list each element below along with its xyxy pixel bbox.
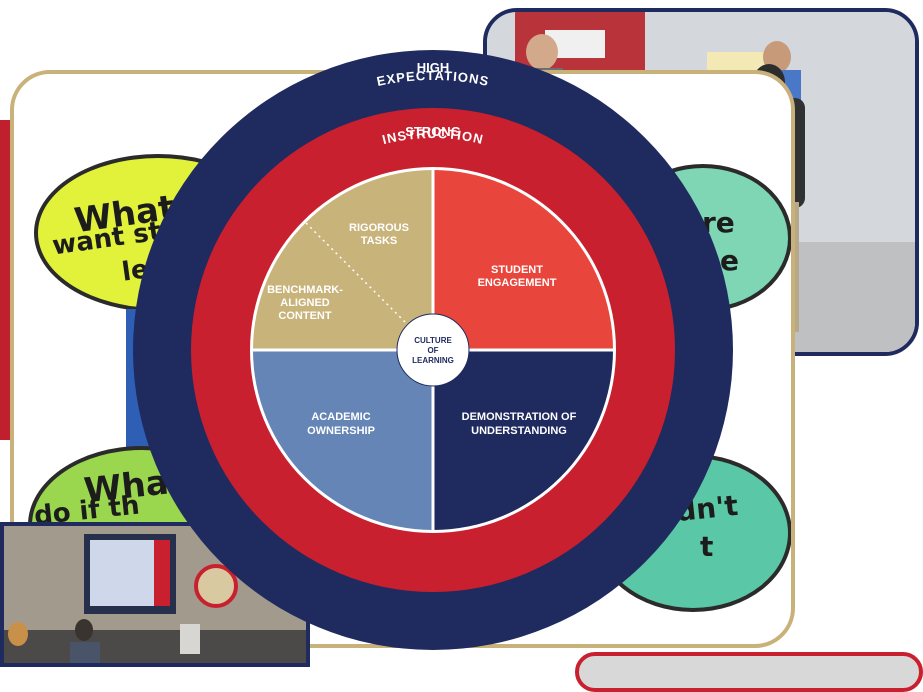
bubble-text-top-right-2: e (720, 244, 739, 277)
label-demonstration-of: DEMONSTRATION OF (462, 411, 577, 423)
label-learning: LEARNING (412, 356, 454, 365)
label-academic: ACADEMIC (311, 411, 370, 423)
label-understanding: UNDERSTANDING (471, 425, 567, 437)
label-of: OF (427, 346, 438, 355)
label-student: STUDENT (491, 264, 543, 276)
label-high: HIGH (417, 60, 450, 75)
label-expectations: EXPECTATIONS (375, 68, 490, 89)
divider-dotted (305, 222, 412, 329)
label-ownership: OWNERSHIP (307, 425, 375, 437)
label-benchmark: BENCHMARK- (267, 284, 343, 296)
label-aligned: ALIGNED (280, 297, 330, 309)
quadrant-student-engagement (433, 170, 613, 350)
label-content: CONTENT (278, 310, 331, 322)
label-rigorous: RIGOROUS (349, 222, 409, 234)
label-culture: CULTURE (414, 336, 452, 345)
quadrant-academic-ownership (253, 350, 433, 530)
label-tasks: TASKS (361, 235, 397, 247)
label-strong: STRONG (405, 124, 461, 139)
center-culture-of-learning (396, 313, 470, 387)
bubble-text-bottom-right-2: t (700, 530, 714, 563)
label-engagement: ENGAGEMENT (478, 277, 557, 289)
instructional-framework-diagram: HIGH EXPECTATIONS STRONG INSTRUCTION RIG… (133, 50, 733, 650)
quadrant-demonstration-of-understanding (433, 350, 613, 530)
left-background-image (0, 120, 10, 440)
